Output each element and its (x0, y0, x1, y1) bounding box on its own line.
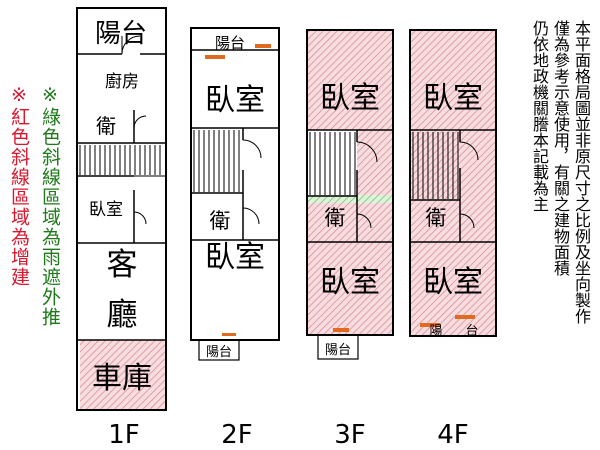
room-label-4f-balcony-a: 陽 (429, 324, 442, 339)
stairs-4f (412, 132, 459, 199)
garage-addition-area (80, 340, 166, 410)
floor-4f-outline (409, 29, 497, 337)
floor-label-1f: 1F (108, 420, 140, 450)
room-label-1f-living-2: 廳 (107, 297, 138, 333)
room-label-2f-balcony-top: 陽台 (215, 34, 245, 52)
legend-green-canopy: ※綠色斜線區域為雨遮外推 (39, 84, 61, 327)
stairs-2f (193, 130, 240, 192)
note-line-1: 本平面格局圖並非原尺寸之比例及坐向製作 (572, 20, 591, 324)
note-line-3: 仍依地政機關謄本記載為主 (530, 20, 549, 212)
balcony-bar (455, 315, 475, 319)
floor-1f-outline (76, 7, 167, 411)
legend-red-addition: ※紅色斜線區域為增建 (8, 84, 30, 287)
room-label-1f-kitchen: 廚房 (105, 71, 139, 92)
floor-label-4f: 4F (437, 420, 469, 450)
canopy-extension-area (307, 195, 393, 203)
room-label-4f-balcony-b: 台 (465, 324, 478, 339)
floor-4f (409, 29, 497, 337)
room-label-2f-bedroom-top: 臥室 (205, 83, 265, 118)
room-label-4f-bath: 衛 (426, 206, 447, 230)
room-label-4f-bedroom-top: 臥室 (423, 81, 483, 116)
room-label-2f-bath: 衛 (210, 209, 231, 233)
floor-3f (306, 29, 394, 360)
room-label-1f-balcony: 陽台 (95, 19, 147, 49)
note-line-2: 僅為參考示意使用，有關之建物面積 (551, 20, 570, 276)
room-label-3f-balcony-bottom: 陽台 (325, 343, 351, 358)
balcony-bar (420, 323, 440, 327)
balcony-bar (222, 333, 236, 336)
room-label-3f-bath: 衛 (325, 206, 346, 230)
room-label-2f-bedroom-bottom: 臥室 (205, 240, 265, 275)
balcony-bar (255, 44, 271, 48)
stairs-1f (77, 142, 166, 177)
room-label-2f-balcony-bottom: 陽台 (206, 345, 232, 360)
floor-1f (76, 7, 167, 411)
floor-2f (190, 27, 280, 361)
room-label-4f-bedroom-bottom: 臥室 (423, 265, 483, 300)
room-label-1f-living-1: 客 (107, 247, 138, 283)
balcony-bar (205, 55, 225, 59)
room-label-1f-bath: 衛 (96, 114, 116, 138)
room-label-3f-bedroom-top: 臥室 (320, 81, 380, 116)
floor-label-2f: 2F (221, 420, 253, 450)
room-label-1f-bedroom: 臥室 (89, 200, 123, 220)
balcony-3f-bottom-box (317, 334, 359, 360)
balcony-bar (333, 328, 349, 332)
stairs-3f (309, 132, 356, 195)
room-label-1f-garage: 車庫 (92, 361, 152, 396)
room-label-3f-bedroom-bottom: 臥室 (320, 265, 380, 300)
balcony-2f-bottom-box (198, 339, 240, 361)
floor-label-3f: 3F (334, 420, 366, 450)
